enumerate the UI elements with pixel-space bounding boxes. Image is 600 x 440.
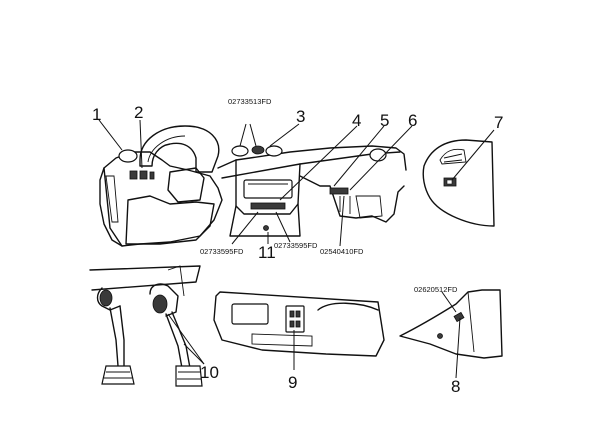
callout-10: 10 [200, 363, 219, 382]
console-detail [213, 291, 385, 357]
callout-1: 1 [92, 105, 101, 124]
door-jamb-detail [399, 289, 503, 359]
callout-3: 3 [296, 107, 305, 126]
pedals-detail [89, 265, 203, 387]
callout-4: 4 [352, 111, 361, 130]
code-label-right-lower: 02540410FD [320, 247, 364, 256]
callout-7: 7 [494, 113, 503, 132]
callout-6: 6 [408, 111, 417, 130]
callout-2: 2 [134, 103, 143, 122]
leader-lines [98, 119, 495, 379]
callout-5: 5 [380, 111, 389, 130]
callout-11: 11 [258, 243, 276, 262]
dashboard-panel [99, 125, 407, 247]
code-label-door: 02620512FD [414, 285, 458, 294]
callout-8: 8 [451, 377, 460, 396]
code-label-mid-lower: 02733595FD [274, 241, 318, 250]
code-label-left-lower: 02733595FD [200, 247, 244, 256]
callout-9: 9 [288, 373, 297, 392]
door-switch-detail [422, 139, 495, 227]
code-label-top: 02733513FD [228, 97, 272, 106]
